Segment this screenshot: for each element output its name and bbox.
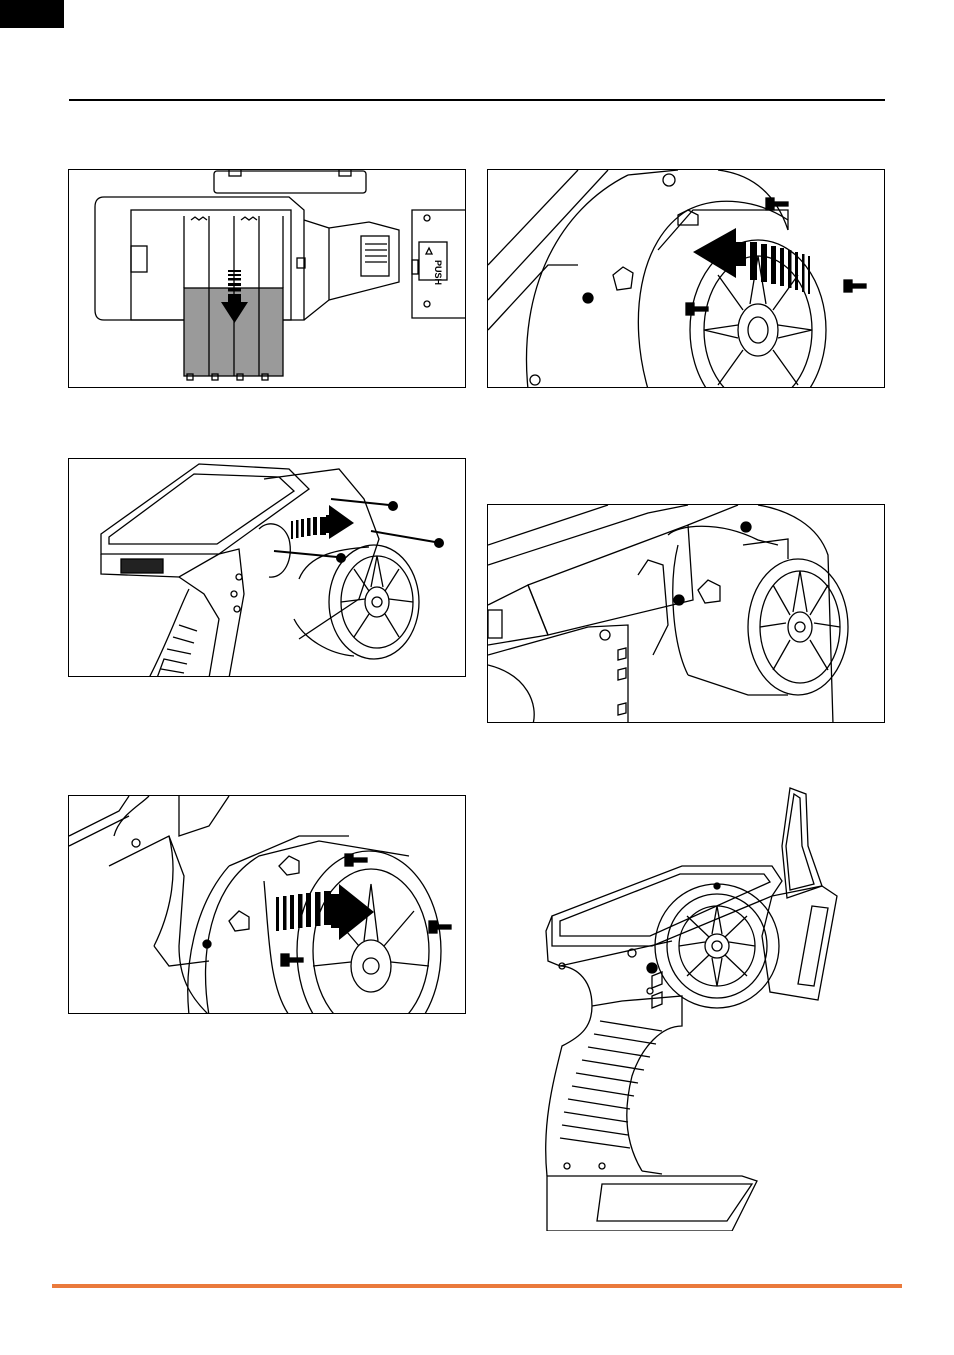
header-rule	[69, 99, 885, 101]
push-label: PUSH	[433, 260, 443, 285]
battery-door: PUSH	[412, 210, 466, 318]
arrow-right-icon	[291, 505, 354, 539]
wheel-screws-install-illustration	[69, 459, 466, 677]
wheel-install-left-illustration	[69, 796, 466, 1014]
wheel-mounted-left-illustration	[488, 505, 885, 723]
wheel-outline	[655, 883, 779, 1008]
wheel-outline	[658, 210, 826, 388]
wheel-outline	[294, 545, 419, 659]
arrow-left-icon	[693, 228, 810, 294]
footer-rule	[52, 1284, 902, 1288]
corner-tab	[0, 0, 64, 28]
wheel-outline	[264, 851, 441, 1014]
arrow-right-icon	[276, 884, 374, 940]
wheel-outline	[688, 539, 848, 695]
figure-transmitter-left-hand	[532, 786, 852, 1231]
figure-wheel-install-left	[68, 795, 466, 1014]
figure-wheel-remove-right	[487, 169, 885, 388]
battery-tray-illustration: PUSH	[69, 170, 466, 388]
wheel-remove-right-illustration	[488, 170, 885, 388]
figure-battery-tray: PUSH	[68, 169, 466, 388]
figure-wheel-screws-install	[68, 458, 466, 677]
grip-ribs	[560, 1021, 662, 1148]
screw-icon	[274, 499, 443, 562]
figure-wheel-mounted-left	[487, 504, 885, 723]
